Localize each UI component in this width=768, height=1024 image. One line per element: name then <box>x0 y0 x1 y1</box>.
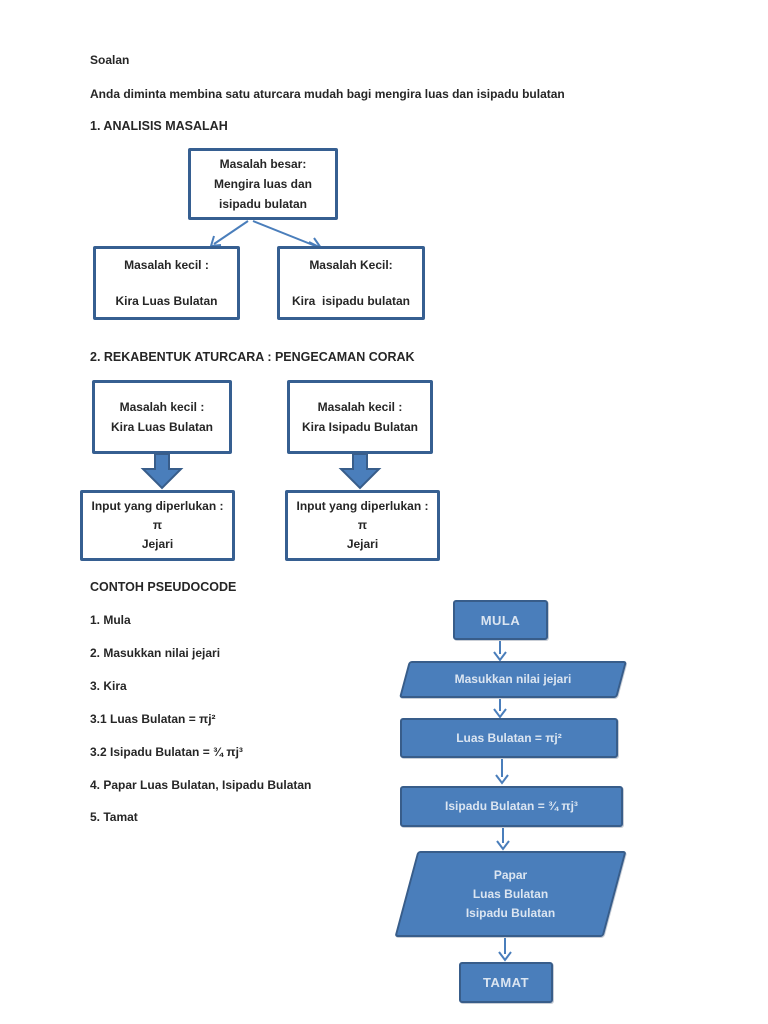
flowchart-output-line2: Luas Bulatan <box>472 886 549 901</box>
input-right-box: Input yang diperlukan : π Jejari <box>285 490 440 561</box>
flowchart-end-label: TAMAT <box>482 975 530 990</box>
masalah-besar-line1: Masalah besar: <box>219 157 307 171</box>
masalah-kecil-isipadu-line1: Masalah Kecil: <box>309 258 393 272</box>
input-right-line3: Jejari <box>346 537 379 551</box>
flowchart-output-line1: Papar <box>493 867 528 882</box>
flowchart-start-box: MULA <box>453 600 548 640</box>
masalah-kecil-isipadu-box: Masalah Kecil: Kira isipadu bulatan <box>277 246 425 320</box>
flow-arrow-icon <box>495 759 509 785</box>
block-arrow-down-icon <box>338 453 382 490</box>
pseudocode-step: 3.2 Isipadu Bulatan = ¾ πj³ <box>90 745 243 759</box>
flowchart-output-shape: Papar Luas Bulatan Isipadu Bulatan <box>394 851 627 937</box>
masalah-kecil-luas-line2: Kira Luas Bulatan <box>115 294 218 308</box>
block-arrow-down-icon <box>140 453 184 490</box>
pseudocode-step: 5. Tamat <box>90 810 138 824</box>
input-left-line3: Jejari <box>141 537 174 551</box>
flowchart-input-label: Masukkan nilai jejari <box>454 672 572 686</box>
input-left-line2: π <box>152 518 163 532</box>
flow-arrow-icon <box>493 699 507 719</box>
flowchart-process2-label: Isipadu Bulatan = ¾ πj³ <box>445 799 578 813</box>
flow-arrow-icon <box>496 828 510 851</box>
s2-left-box: Masalah kecil : Kira Luas Bulatan <box>92 380 232 454</box>
masalah-kecil-isipadu-line2: Kira isipadu bulatan <box>291 294 411 308</box>
masalah-besar-line2: Mengira luas dan <box>213 177 313 191</box>
section2-heading: 2. REKABENTUK ATURCARA : PENGECAMAN CORA… <box>90 350 415 364</box>
masalah-kecil-luas-line1: Masalah kecil : <box>124 258 209 272</box>
s2-left-line2: Kira Luas Bulatan <box>110 420 214 434</box>
input-left-line1: Input yang diperlukan : <box>91 499 224 513</box>
s2-left-line1: Masalah kecil : <box>119 400 205 414</box>
pseudocode-step: 2. Masukkan nilai jejari <box>90 646 221 660</box>
masalah-besar-box: Masalah besar: Mengira luas dan isipadu … <box>188 148 338 220</box>
flowchart-process1-box: Luas Bulatan = πj² <box>400 718 618 758</box>
flowchart-process2-box: Isipadu Bulatan = ¾ πj³ <box>400 786 623 827</box>
s2-right-line1: Masalah kecil : <box>317 400 403 414</box>
flow-arrow-icon <box>493 641 507 662</box>
flowchart-input-shape: Masukkan nilai jejari <box>399 661 627 698</box>
s2-right-box: Masalah kecil : Kira Isipadu Bulatan <box>287 380 433 454</box>
pseudocode-step: 3. Kira <box>90 679 127 693</box>
masalah-besar-line3: isipadu bulatan <box>218 197 307 211</box>
intro-text: Anda diminta membina satu aturcara mudah… <box>90 87 565 101</box>
page-title: Soalan <box>90 53 130 67</box>
flowchart-start-label: MULA <box>480 612 521 628</box>
pseudocode-step: 3.1 Luas Bulatan = πj² <box>90 712 216 726</box>
section1-heading: 1. ANALISIS MASALAH <box>90 119 228 133</box>
flowchart-process1-label: Luas Bulatan = πj² <box>456 730 562 745</box>
pseudocode-step: 4. Papar Luas Bulatan, Isipadu Bulatan <box>90 778 312 792</box>
branch-arrows <box>209 220 322 249</box>
input-right-line1: Input yang diperlukan : <box>296 499 429 513</box>
pseudocode-heading: CONTOH PSEUDOCODE <box>90 580 237 594</box>
flowchart-end-box: TAMAT <box>459 962 553 1003</box>
flowchart-output-line3: Isipadu Bulatan <box>465 905 556 920</box>
s2-right-line2: Kira Isipadu Bulatan <box>301 420 419 434</box>
masalah-kecil-luas-box: Masalah kecil : Kira Luas Bulatan <box>93 246 240 320</box>
input-right-line2: π <box>357 518 368 532</box>
input-left-box: Input yang diperlukan : π Jejari <box>80 490 235 561</box>
flow-arrow-icon <box>498 938 512 962</box>
pseudocode-step: 1. Mula <box>90 613 131 627</box>
